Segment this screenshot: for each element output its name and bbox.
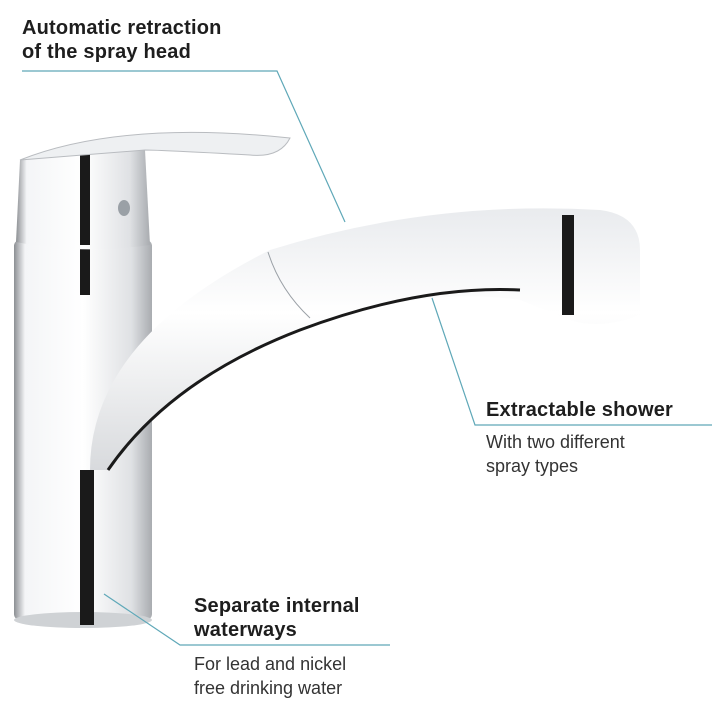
callout-shower-description: With two different spray types <box>486 430 625 478</box>
callout-waterways-description: For lead and nickel free drinking water <box>194 652 346 700</box>
description-line: spray types <box>486 456 579 476</box>
title-line: of the spray head <box>22 41 191 63</box>
title-line: waterways <box>194 619 297 641</box>
description-line: With two different <box>486 432 625 452</box>
lever-handle <box>16 131 291 250</box>
description-line: free drinking water <box>194 678 343 698</box>
faucet-body <box>14 240 152 628</box>
title-line: Automatic retraction <box>22 17 222 39</box>
callout-retraction-title: Automatic retraction of the spray head <box>22 16 222 64</box>
title-line: Separate internal <box>194 595 360 617</box>
spout <box>90 208 640 471</box>
leader-line-shower <box>431 297 712 426</box>
title-line: Extractable shower <box>486 399 674 421</box>
callout-waterways-title: Separate internal waterways <box>194 594 360 642</box>
callout-shower-title: Extractable shower <box>486 398 673 422</box>
leader-line-retraction <box>22 70 346 223</box>
leader-line-waterways <box>103 593 390 646</box>
description-line: For lead and nickel <box>194 654 347 674</box>
